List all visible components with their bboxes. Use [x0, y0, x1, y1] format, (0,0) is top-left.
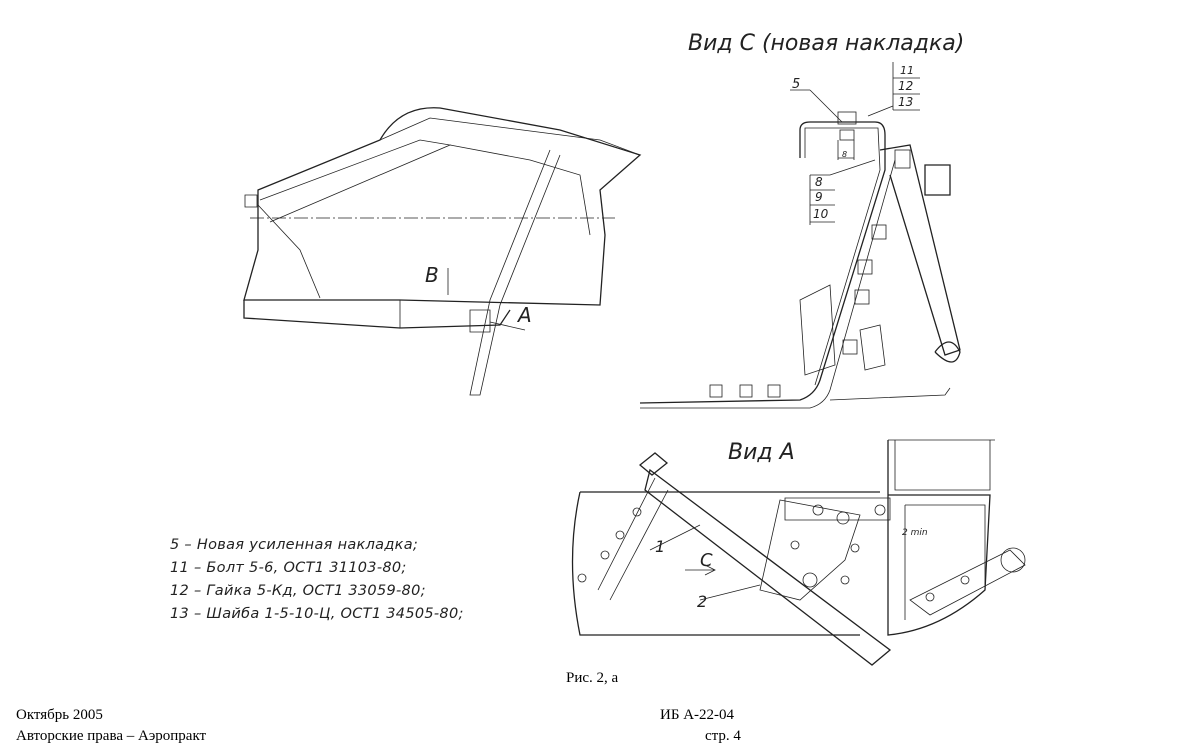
callout-12: 12	[898, 79, 913, 93]
callout-1: 1	[655, 537, 665, 556]
callout-2: 2	[697, 592, 707, 611]
marker-a-label: А	[516, 303, 532, 327]
figure-caption: Рис. 2, а	[566, 670, 619, 686]
view-a: Вид А 1 2 С 2 min	[571, 439, 1026, 666]
callout-8: 8	[815, 175, 823, 189]
dimension-2min: 2 min	[902, 528, 928, 538]
view-c-title: Вид С (новая накладка)	[688, 31, 964, 56]
dimension-8: 8	[842, 150, 847, 159]
legend-item: 12 – Гайка 5-Кд, ОСТ1 33059-80;	[170, 583, 426, 599]
callout-5: 5	[792, 77, 800, 92]
callout-10: 10	[813, 207, 829, 221]
parts-legend: 5 – Новая усиленная накладка; 11 – Болт …	[170, 534, 464, 626]
fuselage-side-view: В А	[243, 107, 642, 396]
callout-13: 13	[898, 95, 913, 109]
legend-item: 5 – Новая усиленная накладка;	[170, 537, 419, 553]
view-a-title: Вид А	[728, 440, 795, 465]
marker-b-label: В	[425, 263, 439, 287]
footer-doc-id: ИБ А-22-04	[660, 707, 735, 723]
view-c: Вид С (новая накладка) 5 11 12 13 8 9 10…	[639, 31, 964, 409]
callout-9: 9	[815, 190, 823, 204]
legend-item: 13 – Шайба 1-5-10-Ц, ОСТ1 34505-80;	[170, 606, 464, 622]
callout-11: 11	[900, 64, 914, 77]
footer-date: Октябрь 2005	[16, 707, 103, 723]
legend-item: 11 – Болт 5-6, ОСТ1 31103-80;	[170, 560, 407, 576]
marker-c-label: С	[700, 550, 713, 571]
footer-copyright: Авторские права – Аэропракт	[16, 728, 207, 744]
footer-page-number: стр. 4	[705, 728, 741, 744]
